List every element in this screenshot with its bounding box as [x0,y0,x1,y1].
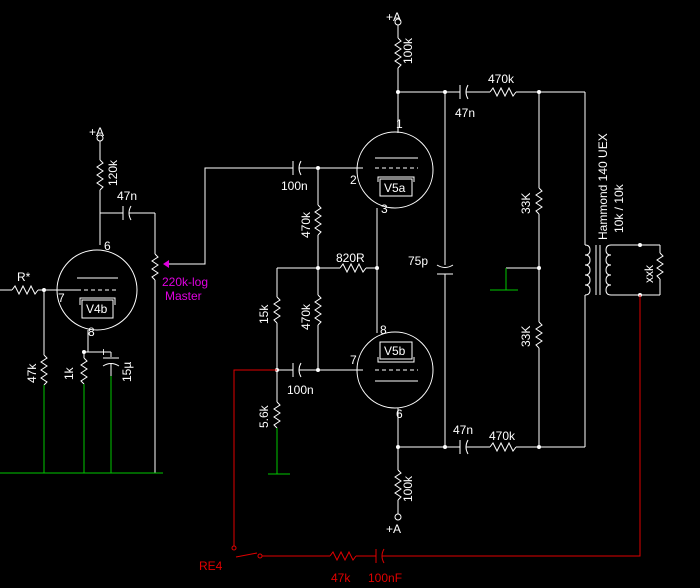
capacitor-label: 47n [117,189,137,203]
pot-value-label: 220k-log [162,275,208,289]
resistor-label: 100k [401,475,415,502]
transformer-ratio-label: 10k / 10k [612,183,626,233]
capacitor-75p [436,264,454,268]
resistor-xxk [656,252,664,280]
transformer-primary [584,244,591,296]
relay-contact[interactable] [257,553,263,559]
resistor-label: 470k [299,211,313,238]
relay-switch[interactable] [235,552,258,558]
resistor-33k-bottom [535,321,543,349]
resistor-100k-top [394,37,402,69]
resistor-5-6k [273,401,281,429]
pin-label: 7 [58,291,65,305]
capacitor-label: 15µ [120,362,134,382]
pin-label: 7 [350,353,357,367]
resistor-470k-bottom [489,441,517,453]
capacitor-label: 100n [281,179,308,193]
resistor-label: xxk [642,264,656,283]
pin-label: 6 [104,239,111,253]
resistor-470k-upper [314,204,322,236]
resistor-470k-top [489,86,517,98]
resistor-label: 470k [488,72,515,86]
tube-name: V4b [86,302,108,316]
resistor-47k [40,354,48,386]
interstage-wiring: 100n 470k 820R 15k 470k 100n 5.6k [169,160,379,475]
pin-label: 3 [381,202,388,216]
capacitor-label: 47n [455,106,475,120]
resistor-33k-top [535,187,543,215]
pin-label: 2 [350,173,357,187]
pot-wiper-icon[interactable] [163,260,169,268]
resistor-label: 5.6k [257,404,271,428]
polarity-mark: + [100,345,107,359]
supply-label: +A [89,125,104,139]
tube-name: V5b [384,344,406,358]
resistor-label: 820R [336,251,365,265]
resistor-label: 470k [299,303,313,330]
resistor-label: R* [17,270,31,284]
resistor-47k-relay [329,550,357,562]
tube-v5b [356,331,434,409]
supply-label: +A [386,10,401,24]
transformer-secondary [605,244,612,296]
resistor-label: 100k [401,37,415,64]
tube-name: V5a [384,181,406,195]
resistor-r-star [11,284,39,296]
output-network: 47n 470k 47n 470k 75p 33K 33K [398,72,664,455]
pin-label: 8 [88,325,95,339]
relay-contact[interactable] [231,545,237,551]
pot-name-label: Master [165,289,202,303]
pot-220k-log[interactable] [151,253,159,281]
v4b-stage: +A 120k 47n V4b 6 7 8 R* 47k [0,125,208,474]
capacitor-label: 100n [287,383,314,397]
resistor-1k [80,357,88,385]
resistor-label: 47k [25,363,39,383]
resistor-470k-lower [314,294,322,326]
tube-label-box [379,341,413,360]
transformer-label: Hammond 140 UEX [596,133,610,240]
resistor-100k-bottom [394,469,402,501]
resistor-15k [273,296,281,324]
supply-terminal [394,513,402,521]
resistor-label: 1k [62,366,76,380]
resistor-label: 470k [489,429,516,443]
tube-label-box [379,178,413,197]
pin-label: 8 [380,323,387,337]
pin-label: 6 [396,407,403,421]
v5-phase-inverter: +A 100k V5a 1 2 3 V5b 8 7 6 100k +A [350,10,434,536]
tube-label-box [81,299,114,319]
capacitor-label: 75p [408,254,428,268]
resistor-label: 15k [257,304,271,324]
resistor-label: 120k [106,159,120,186]
capacitor-label: 47n [453,423,473,437]
resistor-120k [96,159,104,191]
resistor-820r [339,262,367,274]
resistor-label: 47k [331,571,351,585]
supply-label: +A [386,522,401,536]
relay-feedback: RE4 47k 100nF [199,295,641,585]
pin-label: 1 [396,117,403,131]
tube-v5a [356,131,434,209]
relay-label: RE4 [199,559,223,573]
capacitor-label: 100nF [368,571,402,585]
resistor-label: 33K [519,326,533,347]
resistor-label: 33K [519,193,533,214]
